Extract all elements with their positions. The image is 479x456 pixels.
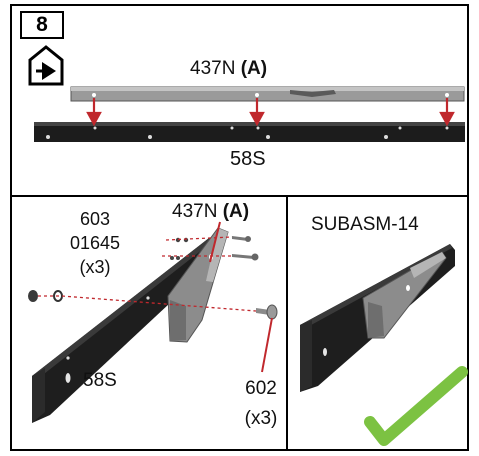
hardware-callout: 603 01645 (x3) xyxy=(66,207,124,279)
hardware-quantity: (x3) xyxy=(79,257,111,277)
upper-beam-437n xyxy=(70,86,465,102)
part-code-437n: 437N xyxy=(190,58,236,79)
subassembly-14-drawing xyxy=(300,244,455,392)
leader-lines xyxy=(209,221,273,373)
part-suffix-a-left: (A) xyxy=(222,201,250,222)
subassembly-label: SUBASM-14 xyxy=(311,214,419,235)
lower-rail-label: 58S xyxy=(230,148,266,170)
view-direction-icon xyxy=(28,45,64,86)
hardware-code-603: 603 xyxy=(79,209,111,229)
rail-58s-perspective xyxy=(32,238,214,423)
bolt-quantity: (x3) xyxy=(244,408,278,429)
bolt-callout: 602 (x3) xyxy=(236,374,286,434)
upright-label: 437N (A) xyxy=(172,201,249,223)
checkmark-icon xyxy=(364,366,468,446)
step-number: 8 xyxy=(20,11,64,39)
part-suffix-a: (A) xyxy=(240,58,268,79)
lower-rail-58s xyxy=(34,122,465,142)
bolt-code-602: 602 xyxy=(245,378,277,399)
hardware-parts xyxy=(28,236,278,320)
alignment-arrows xyxy=(86,98,455,127)
part-code-437n-left: 437N xyxy=(172,201,218,222)
upright-437n-perspective xyxy=(167,227,229,343)
upper-beam-label: 437N (A) xyxy=(190,58,267,80)
guide-lines xyxy=(38,236,257,312)
outer-frame xyxy=(10,4,469,451)
rail-label: 58S xyxy=(83,370,117,391)
hardware-code-01645: 01645 xyxy=(69,233,121,253)
